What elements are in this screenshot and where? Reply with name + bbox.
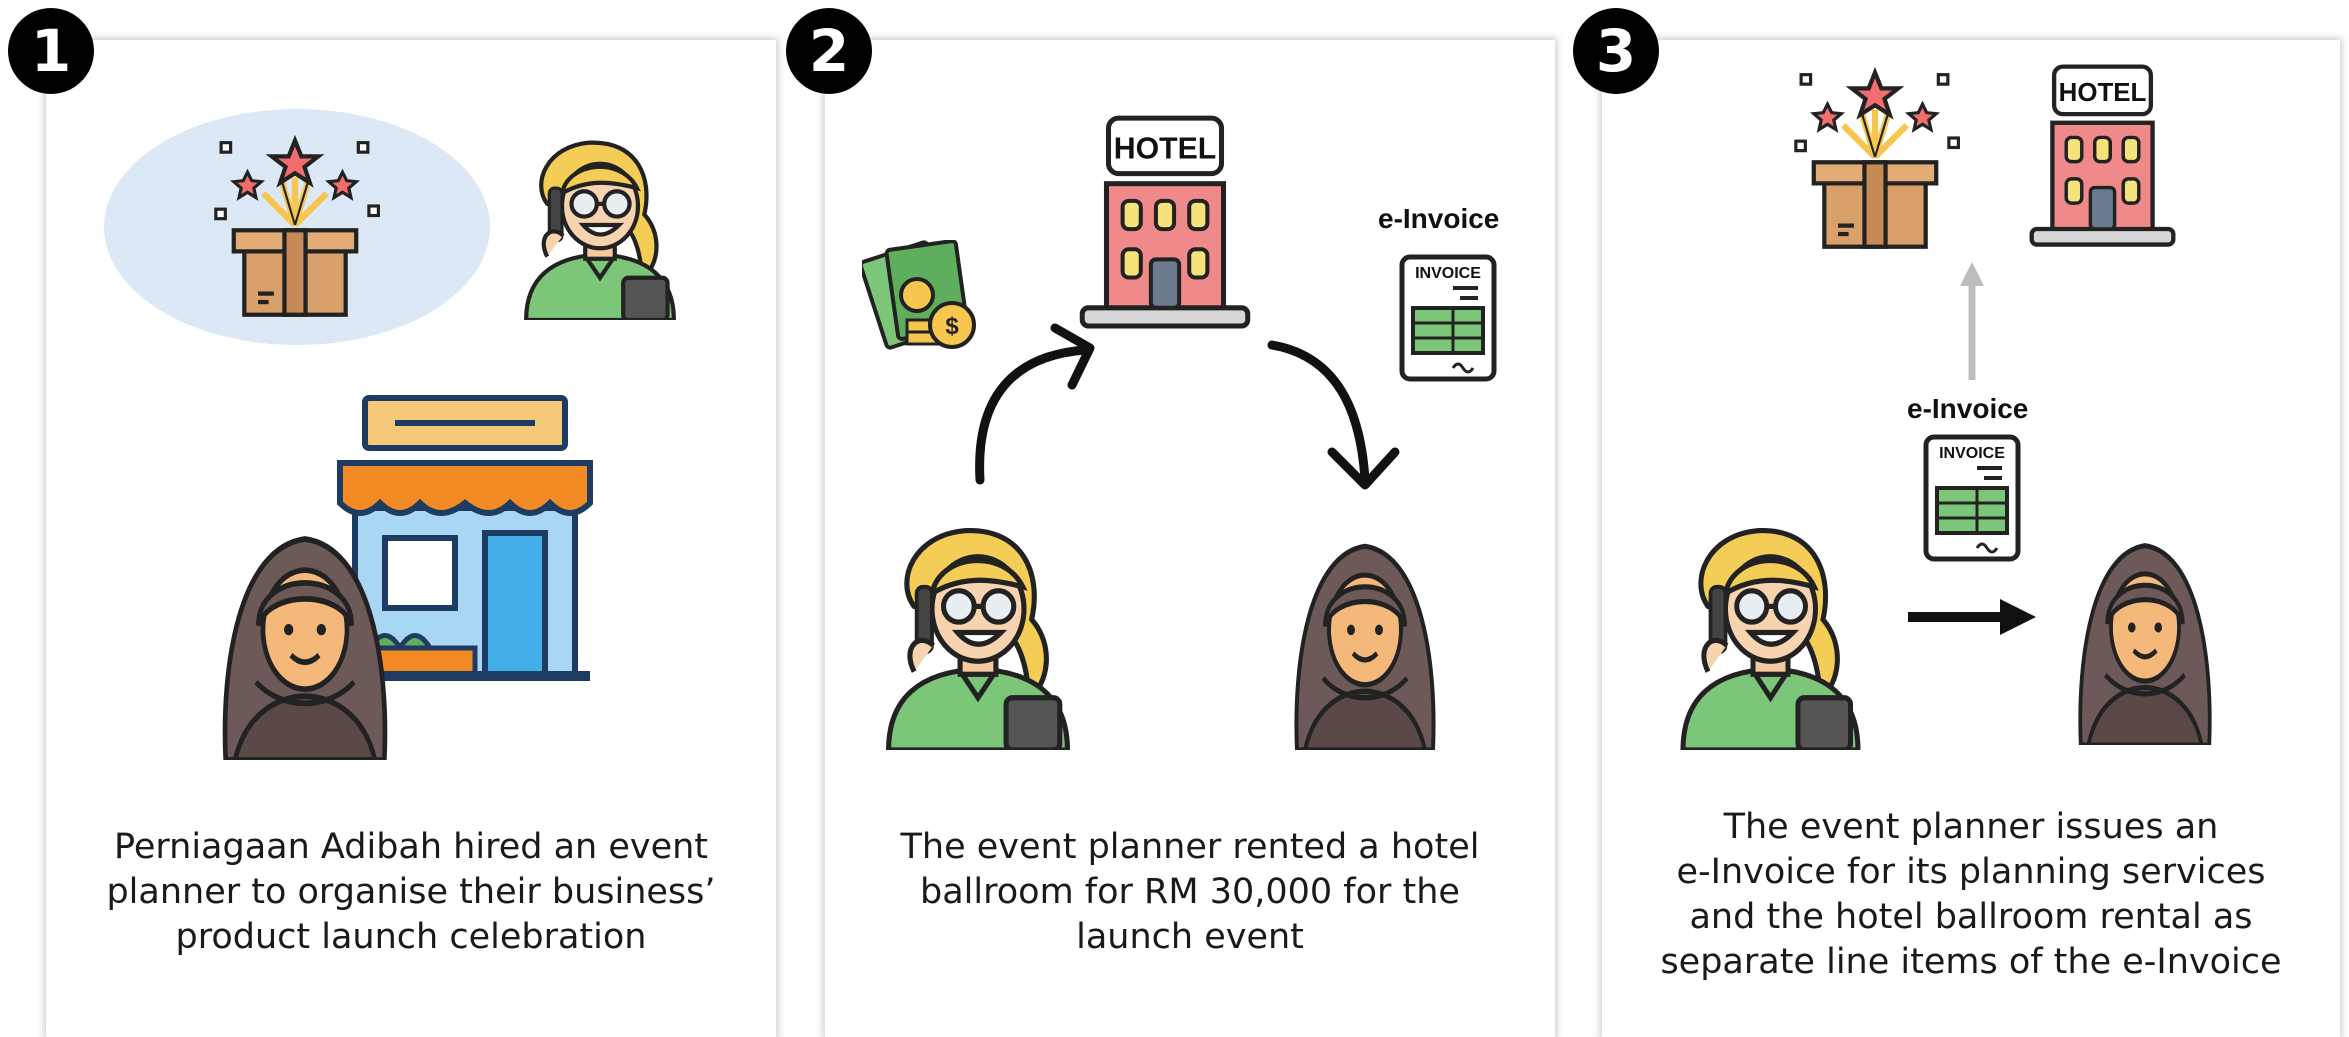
hotel-icon: HOTEL xyxy=(1065,108,1265,330)
step-2-caption: The event planner rented a hotel ballroo… xyxy=(825,825,1555,960)
caption-line: e-Invoice for its planning services xyxy=(1676,852,2266,892)
invoice-doc-text: INVOICE xyxy=(1415,265,1481,282)
step-2-badge: 2 xyxy=(786,8,872,94)
caption-line: launch event xyxy=(1076,917,1304,957)
invoice-icon: INVOICE xyxy=(1398,253,1498,383)
einvoice-label: e-Invoice xyxy=(1378,203,1500,234)
hotel-sign-text: HOTEL xyxy=(2059,79,2147,107)
shop-icon xyxy=(337,395,593,681)
business-owner-icon xyxy=(1275,515,1455,750)
caption-line: The event planner rented a hotel xyxy=(900,827,1480,867)
caption-line: ballroom for RM 30,000 for the xyxy=(920,872,1460,912)
money-icon: $ xyxy=(862,240,982,360)
caption-line: and the hotel ballroom rental as xyxy=(1689,897,2253,937)
step-1-caption: Perniagaan Adibah hired an event planner… xyxy=(46,825,776,960)
step-1-badge: 1 xyxy=(8,8,94,94)
step-3-caption: The event planner issues an e-Invoice fo… xyxy=(1602,805,2340,985)
business-owner-icon xyxy=(2060,515,2230,745)
dollar-sign: $ xyxy=(945,313,959,340)
caption-line: Perniagaan Adibah hired an event xyxy=(113,827,709,867)
invoice-doc-text: INVOICE xyxy=(1939,445,2005,462)
right-arrow xyxy=(1908,599,2036,635)
caption-line: The event planner issues an xyxy=(1723,807,2219,847)
einvoice-label: e-Invoice xyxy=(1907,393,2029,424)
caption-line: planner to organise their business’ xyxy=(106,872,716,912)
invoice-icon: INVOICE xyxy=(1922,433,2022,563)
caption-line: product launch celebration xyxy=(175,917,647,957)
event-planner-icon xyxy=(1658,515,1883,750)
event-planner-icon xyxy=(863,515,1093,750)
caption-line: separate line items of the e-Invoice xyxy=(1660,942,2282,982)
gift-box-icon xyxy=(200,130,390,320)
hotel-sign-text: HOTEL xyxy=(1114,132,1217,165)
hotel-icon: HOTEL xyxy=(2020,58,2185,248)
business-owner-icon xyxy=(200,505,410,760)
flow-arrows xyxy=(975,323,1400,490)
gift-box-icon xyxy=(1780,62,1970,252)
step-3-badge: 3 xyxy=(1573,8,1659,94)
up-arrow xyxy=(1960,262,1984,380)
event-planner-icon xyxy=(505,130,695,320)
